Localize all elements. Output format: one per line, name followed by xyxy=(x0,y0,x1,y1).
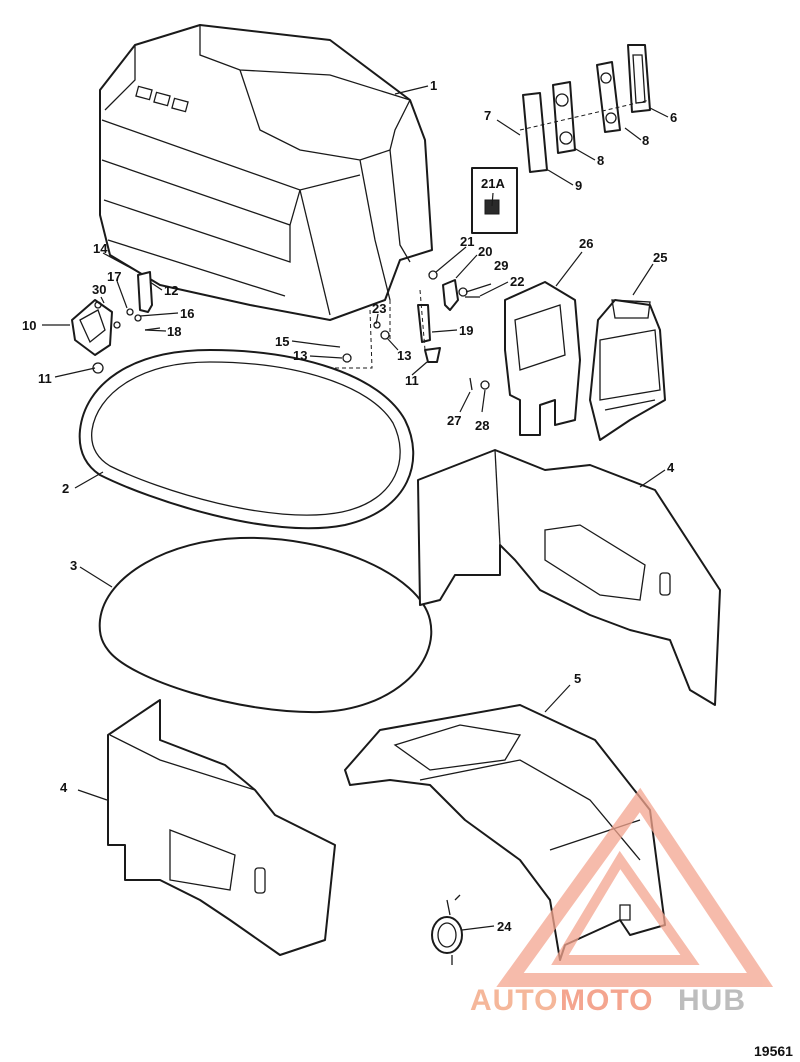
wire-ring xyxy=(431,894,463,965)
callout-1: 1 xyxy=(430,78,437,93)
callout-28: 28 xyxy=(475,418,489,433)
callout-11-right: 11 xyxy=(405,373,419,388)
control-cover xyxy=(504,281,581,436)
callout-4-left: 4 xyxy=(60,780,68,795)
hardware xyxy=(321,270,490,391)
callout-2: 2 xyxy=(62,481,69,496)
callout-21A: 21A xyxy=(481,176,505,191)
callout-30: 30 xyxy=(92,282,106,297)
plate-9 xyxy=(522,92,548,173)
sound-panel-right xyxy=(417,449,721,706)
callout-3: 3 xyxy=(70,558,77,573)
inset-21A xyxy=(471,167,518,234)
cowl-seal xyxy=(78,349,415,530)
callout-6: 6 xyxy=(670,110,677,125)
callout-8-lower: 8 xyxy=(597,153,604,168)
callout-13-right: 13 xyxy=(397,348,411,363)
callout-17: 17 xyxy=(107,269,121,284)
callout-15: 15 xyxy=(275,334,289,349)
callouts: 1 2 3 4 4 5 6 7 8 8 9 10 11 11 12 13 13 … xyxy=(22,78,677,934)
callout-7: 7 xyxy=(484,108,491,123)
vent-plate-6 xyxy=(627,44,651,113)
callout-20: 20 xyxy=(478,244,492,259)
top-cowl xyxy=(99,24,433,321)
cowl-gasket xyxy=(98,536,433,714)
callout-18: 18 xyxy=(167,324,181,339)
callout-16: 16 xyxy=(180,306,194,321)
plate-8-lower xyxy=(552,81,576,154)
callout-9: 9 xyxy=(575,178,582,193)
callout-23: 23 xyxy=(372,301,386,316)
callout-14: 14 xyxy=(93,241,108,256)
callout-24: 24 xyxy=(497,919,512,934)
watermark-hub: HUB xyxy=(678,984,746,1017)
callout-13-left: 13 xyxy=(293,348,307,363)
watermark-moto: MOTO xyxy=(560,984,653,1017)
figure-number: 19561 xyxy=(754,1043,793,1059)
callout-22: 22 xyxy=(510,274,524,289)
screw-line-7 xyxy=(519,99,651,131)
callout-21: 21 xyxy=(460,234,474,249)
callout-8-upper: 8 xyxy=(642,133,649,148)
sound-panel-left xyxy=(107,699,336,956)
callout-5: 5 xyxy=(574,671,581,686)
callout-27: 27 xyxy=(447,413,461,428)
callout-25: 25 xyxy=(653,250,667,265)
watermark-auto: AUTO xyxy=(470,984,558,1017)
callout-12: 12 xyxy=(164,283,178,298)
callout-4-right: 4 xyxy=(667,460,675,475)
callout-26: 26 xyxy=(579,236,593,251)
callout-10: 10 xyxy=(22,318,36,333)
leader-lines xyxy=(42,85,669,931)
plate-8-upper xyxy=(596,61,621,133)
callout-19: 19 xyxy=(459,323,473,338)
latch-assembly xyxy=(71,271,161,374)
electrical-cover xyxy=(589,299,666,441)
callout-11-left: 11 xyxy=(38,371,52,386)
watermark-logo xyxy=(496,787,774,987)
callout-29: 29 xyxy=(494,258,508,273)
